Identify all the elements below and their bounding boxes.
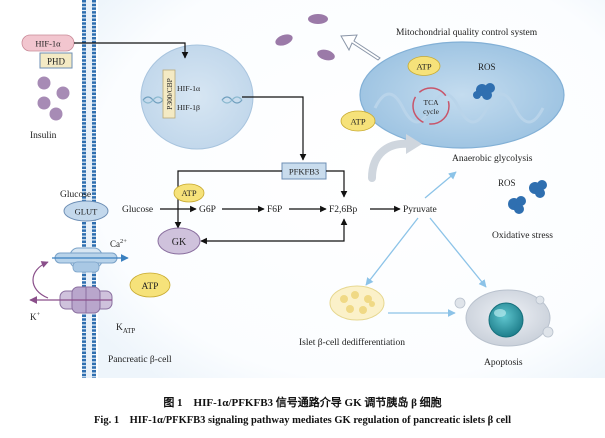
- ros-cyto-icon-2: [508, 196, 526, 214]
- hif1a-membrane-box: HIF-1α: [21, 34, 75, 52]
- tca-cycle: TCA cycle: [412, 87, 450, 125]
- glucose-outside-label: Glucose: [60, 190, 91, 200]
- katp-label: KATP: [116, 323, 135, 335]
- potassium-charge: +: [37, 311, 41, 318]
- caption-english: Fig. 1 HIF-1α/PFKFB3 signaling pathway m…: [94, 415, 511, 426]
- phd-label: PHD: [47, 57, 66, 67]
- dedifferentiated-cell: [329, 285, 385, 321]
- atp-badge-glycolysis: ATP: [173, 183, 205, 203]
- dediff-label: Islet β-cell dedifferentiation: [299, 337, 405, 348]
- insulin-granules: [37, 76, 70, 121]
- ion-exchange-curve: [32, 261, 49, 299]
- pfkfb3-to-f26bp-arrow: [326, 170, 348, 198]
- atp-mito-label: ATP: [416, 62, 431, 72]
- hif1b-nuclear-label: HIF-1β: [177, 103, 200, 112]
- glut-label: GLUT: [75, 207, 98, 217]
- ros-mito-icon: [473, 83, 495, 100]
- nucleus-to-pfkfb3-arrow: [242, 96, 307, 161]
- hif-to-nucleus-arrow: [74, 42, 189, 59]
- calcium-label: Ca2+: [110, 238, 127, 249]
- hif1a-nuclear-label: HIF-1α: [177, 84, 200, 93]
- atp-glycolysis-label: ATP: [181, 188, 196, 198]
- tca-label-line1: TCA: [424, 98, 440, 107]
- atp-outside-mito-label: ATP: [350, 117, 365, 127]
- oxidative-label: Oxidative stress: [492, 231, 553, 241]
- mitochondrion: [359, 41, 565, 149]
- hif1a-membrane-label: HIF-1α: [35, 39, 61, 49]
- ros-cyto-label: ROS: [498, 178, 516, 188]
- gk-label: GK: [172, 237, 187, 248]
- g6p-label: G6P: [199, 205, 216, 215]
- glucose-label: Glucose: [122, 205, 153, 215]
- pfkfb3-box: PFKFB3: [281, 162, 327, 180]
- nucleus: P300/CBP HIF-1α HIF-1β: [140, 44, 254, 150]
- pyruvate-to-apoptosis-arrow: [429, 217, 487, 288]
- potassium-base: K: [30, 312, 37, 322]
- mito-feedback-curve-arrow: [368, 139, 414, 182]
- tca-label-line2: cycle: [423, 107, 439, 116]
- apoptosis-label: Apoptosis: [484, 358, 523, 368]
- gk-node: GK: [157, 227, 201, 255]
- gk-f26bp-bidirectional-arrow: [200, 218, 348, 245]
- atp-badge-cytoplasm: ATP: [129, 272, 171, 298]
- f26bp-label: F2,6Bp: [329, 205, 357, 215]
- pyruvate-label: Pyruvate: [403, 205, 437, 215]
- potassium-label: K+: [30, 311, 41, 322]
- p300-label: P300/CBP: [165, 78, 174, 110]
- mito-feedback-arrowhead: [406, 134, 422, 154]
- mitophagy-arrow: [340, 34, 381, 61]
- anaerobic-label: Anaerobic glycolysis: [452, 154, 533, 164]
- apoptotic-cell: [454, 289, 554, 347]
- katp-sub: ATP: [123, 327, 136, 335]
- calcium-charge: 2+: [120, 238, 127, 245]
- pfkfb3-label: PFKFB3: [289, 167, 319, 177]
- ros-cyto-icon-1: [529, 180, 547, 198]
- ros-mito-label: ROS: [478, 62, 496, 72]
- cell-label: Pancreatic β-cell: [108, 355, 172, 365]
- mito-title: Mitochondrial quality control system: [396, 28, 538, 38]
- katp-base: K: [116, 323, 123, 333]
- calcium-base: Ca: [110, 239, 120, 249]
- caption-chinese: 图 1 HIF-1α/PFKFB3 信号通路介导 GK 调节胰岛 β 细胞: [163, 397, 442, 409]
- atp-cytoplasm-label: ATP: [142, 282, 159, 292]
- glut-transporter: GLUT: [63, 200, 109, 222]
- pyruvate-to-anaerobic-arrow: [424, 171, 457, 199]
- insulin-label: Insulin: [30, 131, 57, 141]
- f6p-label: F6P: [267, 205, 282, 215]
- cell-membrane: [82, 0, 96, 378]
- phd-box: PHD: [39, 52, 73, 69]
- atp-badge-mito: ATP: [407, 56, 441, 76]
- pyruvate-to-dediff-arrow: [365, 217, 419, 286]
- atp-badge-outside-mito: ATP: [340, 110, 376, 132]
- damaged-mito-fragments: [275, 14, 335, 61]
